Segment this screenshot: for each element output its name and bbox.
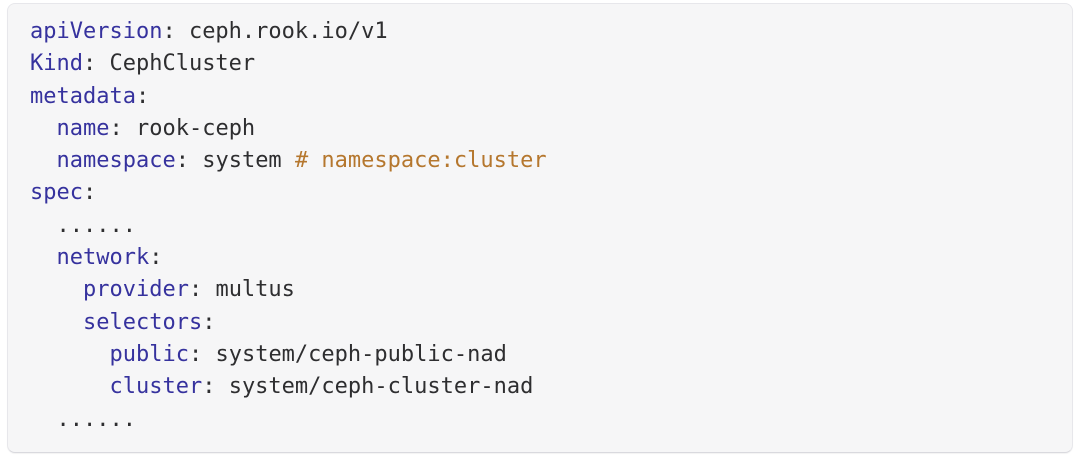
code-line: namespace: system # namespace:cluster (30, 145, 1050, 177)
code-line: name: rook-ceph (30, 113, 1050, 145)
code-line: spec: (30, 177, 1050, 209)
yaml-text (30, 148, 57, 173)
yaml-text: ...... (30, 212, 136, 238)
yaml-key: namespace (56, 148, 176, 174)
yaml-text: ...... (30, 406, 136, 432)
yaml-key: Kind (30, 51, 83, 77)
yaml-text: : CephCluster (82, 51, 256, 77)
code-line: network: (30, 242, 1050, 274)
yaml-key: metadata (30, 83, 136, 109)
yaml-key: public (109, 341, 189, 367)
code-line: apiVersion: ceph.rook.io/v1 (30, 16, 1050, 48)
code-line: metadata: (30, 81, 1050, 113)
yaml-key: selectors (82, 309, 203, 335)
yaml-text: : (82, 180, 97, 206)
yaml-text: : rook-ceph (109, 115, 256, 141)
yaml-text (30, 310, 83, 335)
yaml-text: : system/ceph-public-nad (188, 341, 507, 367)
yaml-key: network (56, 245, 150, 271)
yaml-text (30, 277, 83, 302)
yaml-text: : ceph.rook.io/v1 (162, 19, 388, 44)
yaml-text: : system/ceph-cluster-nad (202, 374, 534, 400)
yaml-key: spec (30, 180, 83, 206)
yaml-text: : (202, 309, 216, 335)
yaml-text: : (149, 245, 163, 271)
code-line: ...... (30, 210, 1050, 242)
yaml-key: cluster (109, 374, 203, 400)
yaml-text (30, 245, 57, 270)
yaml-key: provider (82, 277, 189, 303)
yaml-key: name (56, 115, 110, 141)
yaml-text: : multus (188, 277, 295, 303)
code-line: Kind: CephCluster (30, 48, 1050, 80)
yaml-key: apiVersion (30, 19, 163, 44)
code-line: cluster: system/ceph-cluster-nad (30, 371, 1050, 403)
yaml-text: : system (175, 148, 295, 174)
code-line: selectors: (30, 307, 1050, 339)
code-line: provider: multus (30, 274, 1050, 306)
yaml-text (30, 342, 109, 367)
yaml-comment: # namespace:cluster (294, 148, 547, 174)
yaml-text: : (135, 83, 150, 109)
yaml-text (30, 116, 57, 141)
code-line: ...... (30, 404, 1050, 436)
yaml-text (30, 374, 109, 399)
code-line: public: system/ceph-public-nad (30, 339, 1050, 371)
